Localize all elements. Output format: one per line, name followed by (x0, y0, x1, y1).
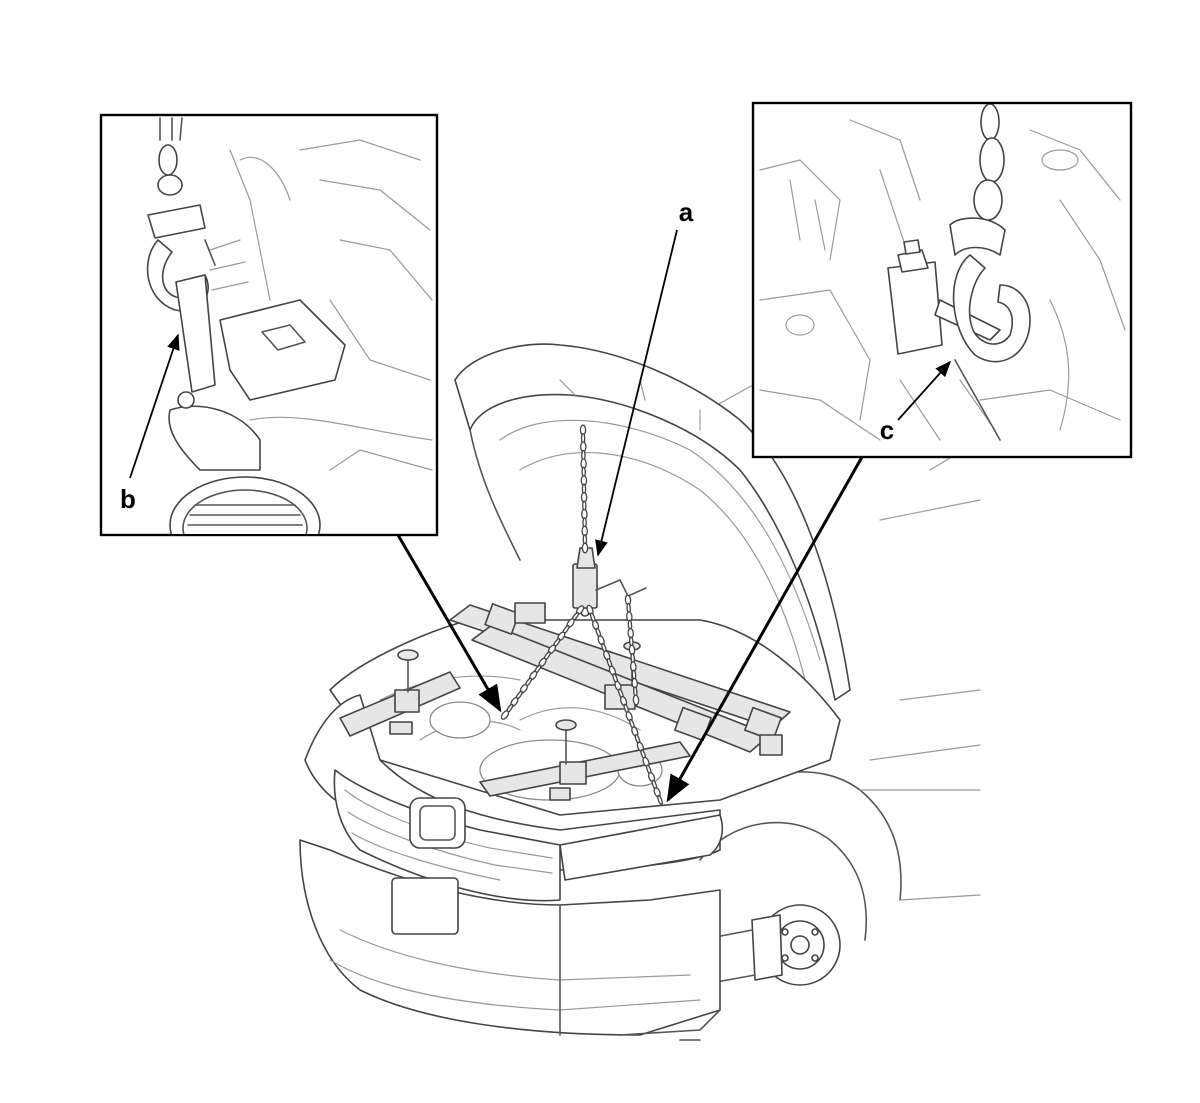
chain-link (500, 710, 510, 720)
callout-label-c: c (880, 415, 894, 445)
chain-link (657, 794, 663, 806)
chain-link (632, 694, 640, 706)
detail-inset-b (99, 113, 439, 537)
lift-chains (500, 424, 663, 806)
callout-leaders (129, 229, 952, 803)
detail-inset-c (751, 101, 1133, 459)
callout-label-b: b (120, 484, 136, 514)
vehicle-front (299, 343, 981, 1041)
callout-label-a: a (679, 197, 694, 227)
chain-link (581, 542, 589, 554)
